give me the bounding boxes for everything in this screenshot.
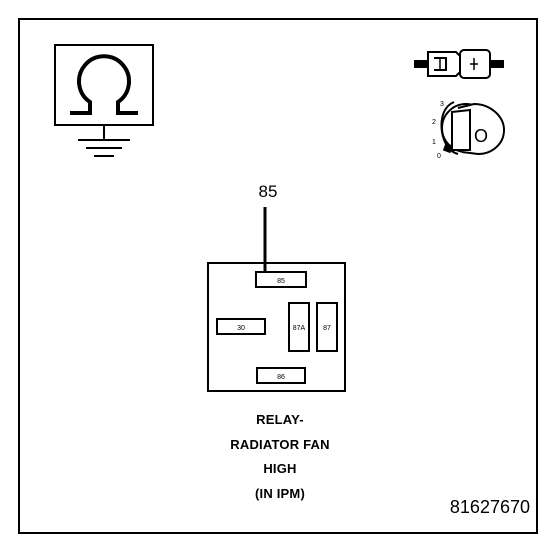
relay-terminal-87: 87 (316, 302, 338, 352)
relay-terminal-30: 30 (216, 318, 266, 335)
caption-line-1: RELAY- (256, 412, 304, 427)
caption-line-4: (IN IPM) (255, 486, 305, 501)
relay-terminal-87A: 87A (288, 302, 310, 352)
relay-terminal-85: 85 (255, 271, 307, 288)
relay-body: 85 30 87A 87 86 (207, 262, 346, 392)
ignition-position-label: 3 (440, 101, 444, 108)
ignition-position-label: 1 (432, 139, 436, 146)
svg-text:30: 30 (237, 325, 245, 332)
ignition-position-label: 0 (437, 153, 441, 160)
connector-icon (414, 49, 504, 79)
ignition-switch-icon: 3 2 1 0 O (432, 101, 506, 160)
diagram-frame (18, 18, 538, 534)
relay-terminal-86: 86 (256, 367, 306, 384)
callout-label: 85 (258, 182, 278, 201)
ignition-position-label: 2 (432, 119, 436, 126)
svg-text:87A: 87A (293, 325, 306, 332)
ignition-key-letter: O (474, 126, 488, 146)
ground-meter-icon (54, 44, 154, 157)
svg-text:85: 85 (277, 278, 285, 285)
svg-text:86: 86 (277, 374, 285, 381)
caption-line-3: HIGH (263, 461, 297, 476)
document-number: 81627670 (449, 497, 530, 517)
caption-line-2: RADIATOR FAN (230, 437, 330, 452)
svg-text:87: 87 (323, 325, 331, 332)
